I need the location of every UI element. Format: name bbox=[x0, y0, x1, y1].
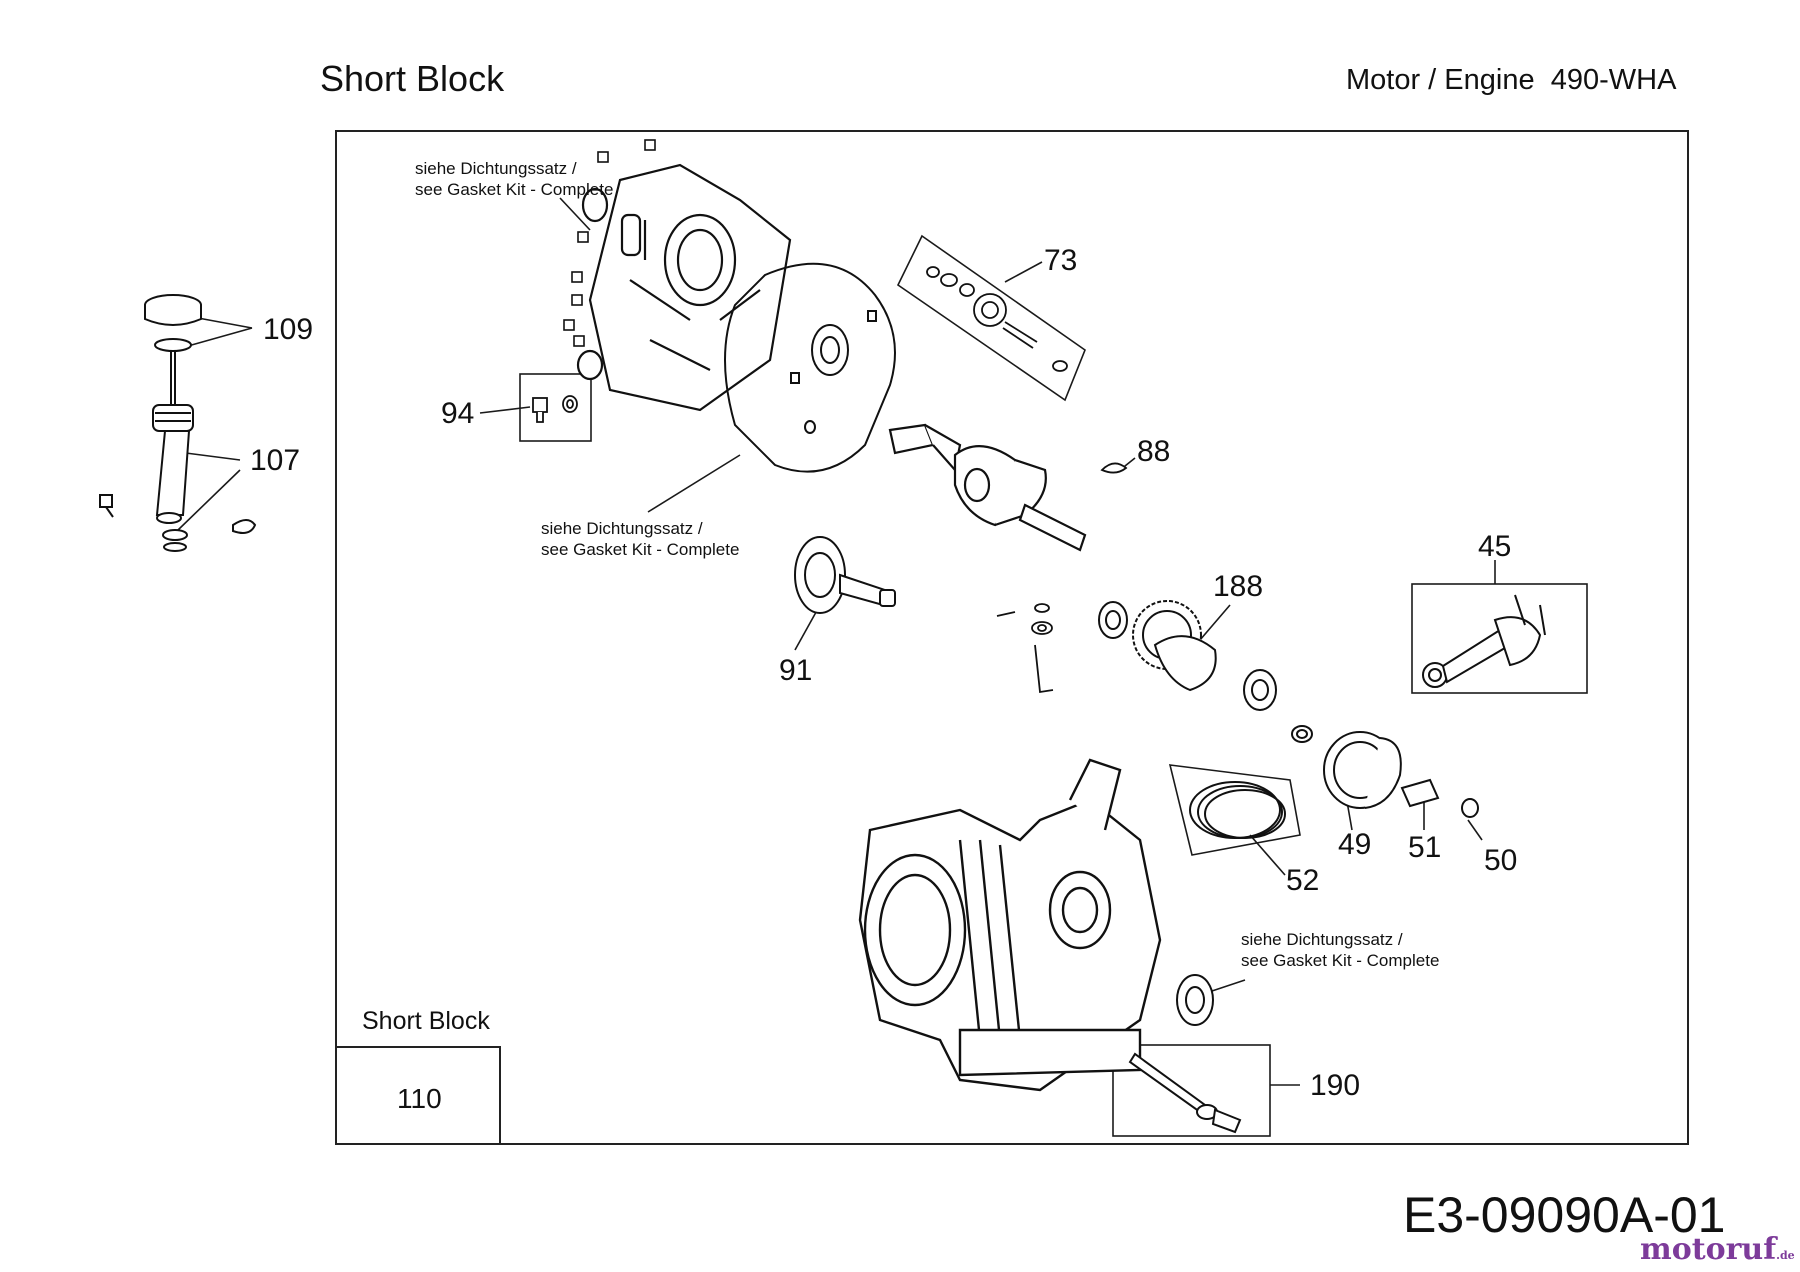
legend-part-number: 110 bbox=[397, 1083, 442, 1114]
gasket-note-bottom-line2: see Gasket Kit - Complete bbox=[1241, 951, 1440, 970]
governor-arm-illustration bbox=[996, 603, 1054, 694]
engine-model: 490-WHA bbox=[1550, 64, 1677, 96]
oil-filler-cap-illustration bbox=[99, 294, 257, 552]
callout-188: 188 bbox=[1213, 570, 1264, 603]
camshaft-illustration bbox=[794, 536, 896, 614]
brand-logo: motoruf.de bbox=[1640, 1232, 1795, 1267]
engine-block-illustration bbox=[858, 758, 1162, 1092]
brand-suffix: .de bbox=[1776, 1249, 1795, 1262]
woodruff-key-illustration bbox=[1100, 462, 1128, 474]
oil-seal-illustration bbox=[1176, 974, 1214, 1026]
page-title: Short Block bbox=[320, 58, 505, 99]
crankcase-gasket-illustration bbox=[724, 262, 896, 473]
callout-91: 91 bbox=[779, 654, 813, 687]
callout-49: 49 bbox=[1338, 828, 1372, 861]
callout-88: 88 bbox=[1137, 435, 1171, 468]
gasket-note-middle-line2: see Gasket Kit - Complete bbox=[541, 540, 740, 559]
callout-52: 52 bbox=[1286, 864, 1320, 897]
balancer-gear-illustration bbox=[1098, 600, 1277, 711]
engine-designation: Motor / Engine 490-WHA bbox=[1346, 64, 1676, 97]
crankcase-cover-illustration bbox=[563, 139, 792, 412]
stud-illustration bbox=[1128, 1052, 1242, 1134]
gasket-note-top: siehe Dichtungssatz / see Gasket Kit - C… bbox=[415, 158, 613, 200]
callout-190: 190 bbox=[1310, 1069, 1361, 1102]
governor-assembly-illustration bbox=[926, 266, 1068, 372]
callout-94: 94 bbox=[441, 397, 475, 430]
gasket-note-bottom-line1: siehe Dichtungssatz / bbox=[1241, 930, 1403, 949]
legend-box bbox=[337, 1046, 501, 1144]
callout-107: 107 bbox=[250, 444, 301, 477]
gasket-note-middle: siehe Dichtungssatz / see Gasket Kit - C… bbox=[541, 518, 739, 560]
diagram-frame bbox=[335, 130, 1689, 1145]
connecting-rod-illustration bbox=[1422, 594, 1546, 688]
crankshaft-illustration bbox=[888, 423, 1087, 552]
oil-drain-plug-illustration bbox=[532, 395, 578, 423]
piston-illustration bbox=[1291, 725, 1479, 818]
gasket-note-bottom: siehe Dichtungssatz / see Gasket Kit - C… bbox=[1241, 929, 1439, 971]
callout-73: 73 bbox=[1044, 244, 1078, 277]
document-id: E3-09090A-01 bbox=[1403, 1187, 1726, 1243]
gasket-note-top-line2: see Gasket Kit - Complete bbox=[415, 180, 614, 199]
callout-45: 45 bbox=[1478, 530, 1512, 563]
callout-50: 50 bbox=[1484, 844, 1518, 877]
callout-51: 51 bbox=[1408, 831, 1442, 864]
piston-rings-illustration bbox=[1189, 781, 1286, 839]
callout-109: 109 bbox=[263, 313, 314, 346]
engine-label: Motor / Engine bbox=[1346, 64, 1535, 96]
legend-label: Short Block bbox=[362, 1007, 490, 1035]
gasket-note-top-line1: siehe Dichtungssatz / bbox=[415, 159, 577, 178]
brand-name: motoruf bbox=[1640, 1232, 1777, 1267]
gasket-note-middle-line1: siehe Dichtungssatz / bbox=[541, 519, 703, 538]
